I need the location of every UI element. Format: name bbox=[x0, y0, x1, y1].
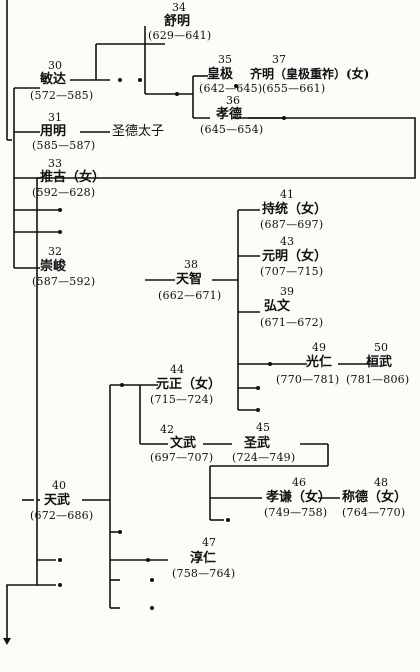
reign-number: 46 bbox=[292, 476, 306, 489]
monarch-name: 孝德 bbox=[216, 107, 243, 122]
reign-dates: (770—781) bbox=[276, 373, 340, 386]
reign-number: 45 bbox=[256, 421, 270, 434]
monarch-name: 元正（女） bbox=[156, 377, 222, 392]
reign-dates: (645—654) bbox=[200, 123, 264, 136]
branch-dot bbox=[58, 583, 62, 587]
reign-number: 39 bbox=[280, 285, 294, 298]
reign-number: 36 bbox=[226, 94, 240, 107]
reign-number: 34 bbox=[172, 1, 186, 14]
crown-prince-label: 圣德太子 bbox=[112, 124, 165, 139]
reign-dates: (715—724) bbox=[150, 393, 214, 406]
monarch-name: 推古（女） bbox=[40, 170, 106, 185]
reign-dates: (629—641) bbox=[148, 29, 212, 42]
branch-dot bbox=[58, 208, 62, 212]
reign-number: 48 bbox=[374, 476, 388, 489]
monarch-name: 淳仁 bbox=[190, 551, 217, 566]
monarch-name: 舒明 bbox=[164, 14, 191, 29]
reign-dates: (697—707) bbox=[150, 451, 214, 464]
reign-dates: (642—645) bbox=[199, 82, 263, 95]
monarch-name: 弘文 bbox=[264, 299, 291, 314]
branch-dot bbox=[268, 362, 272, 366]
reign-number: 42 bbox=[160, 423, 174, 436]
monarch-name: 持统（女） bbox=[262, 202, 328, 217]
monarch-name: 元明（女） bbox=[262, 249, 328, 264]
reign-number: 49 bbox=[312, 341, 326, 354]
monarch-name: 齐明（皇极重祚）(女) bbox=[250, 67, 370, 81]
monarch-name: 称德（女） bbox=[342, 490, 408, 505]
monarch-name: 皇极 bbox=[207, 67, 234, 82]
reign-dates: (707—715) bbox=[260, 265, 324, 278]
branch-dot bbox=[256, 408, 260, 412]
reign-number: 43 bbox=[280, 235, 294, 248]
monarch-name: 天武 bbox=[44, 493, 71, 508]
monarch-name: 孝谦（女） bbox=[266, 490, 332, 505]
reign-dates: (587—592) bbox=[32, 275, 96, 288]
reign-dates: (758—764) bbox=[172, 567, 236, 580]
branch-dot bbox=[118, 78, 122, 82]
branch-dot bbox=[256, 386, 260, 390]
monarch-name: 天智 bbox=[176, 272, 203, 287]
continuation-arrow-icon bbox=[3, 638, 11, 645]
monarch-name: 崇峻 bbox=[40, 259, 67, 274]
reign-dates: (687—697) bbox=[260, 218, 324, 231]
reign-dates: (749—758) bbox=[264, 506, 328, 519]
reign-dates: (781—806) bbox=[346, 373, 410, 386]
monarch-name: 文武 bbox=[170, 436, 197, 451]
reign-number: 31 bbox=[48, 111, 62, 124]
reign-number: 44 bbox=[170, 363, 184, 376]
reign-dates: (724—749) bbox=[232, 451, 296, 464]
reign-number: 38 bbox=[184, 258, 198, 271]
branch-dot bbox=[58, 230, 62, 234]
reign-dates: (662—671) bbox=[158, 289, 222, 302]
reign-dates: (572—585) bbox=[30, 89, 94, 102]
branch-dot bbox=[138, 78, 142, 82]
branch-dot bbox=[234, 84, 238, 88]
branch-dot bbox=[118, 530, 122, 534]
reign-number: 33 bbox=[48, 157, 62, 170]
reign-number: 35 bbox=[218, 53, 232, 66]
branch-dot bbox=[150, 578, 154, 582]
monarch-name: 光仁 bbox=[306, 355, 333, 370]
branch-dot bbox=[282, 116, 286, 120]
monarch-name: 用明 bbox=[40, 124, 67, 139]
reign-number: 41 bbox=[280, 188, 294, 201]
monarch-name: 圣武 bbox=[244, 436, 271, 451]
branch-dot bbox=[150, 606, 154, 610]
reign-number: 47 bbox=[202, 536, 216, 549]
reign-number: 30 bbox=[48, 59, 62, 72]
reign-dates: (671—672) bbox=[260, 316, 324, 329]
reign-dates: (592—628) bbox=[32, 186, 96, 199]
branch-dot bbox=[146, 558, 150, 562]
reign-dates: (585—587) bbox=[32, 139, 96, 152]
branch-dot bbox=[226, 518, 230, 522]
reign-dates: (655—661) bbox=[262, 82, 326, 95]
branch-dot bbox=[58, 558, 62, 562]
branch-dot bbox=[120, 383, 124, 387]
reign-number: 37 bbox=[272, 53, 286, 66]
reign-dates: (672—686) bbox=[30, 509, 94, 522]
reign-number: 32 bbox=[48, 245, 62, 258]
branch-dot bbox=[175, 92, 179, 96]
reign-dates: (764—770) bbox=[342, 506, 406, 519]
monarch-name: 桓武 bbox=[366, 355, 393, 370]
reign-number: 40 bbox=[52, 479, 66, 492]
reign-number: 50 bbox=[374, 341, 388, 354]
monarch-name: 敏达 bbox=[40, 72, 67, 87]
